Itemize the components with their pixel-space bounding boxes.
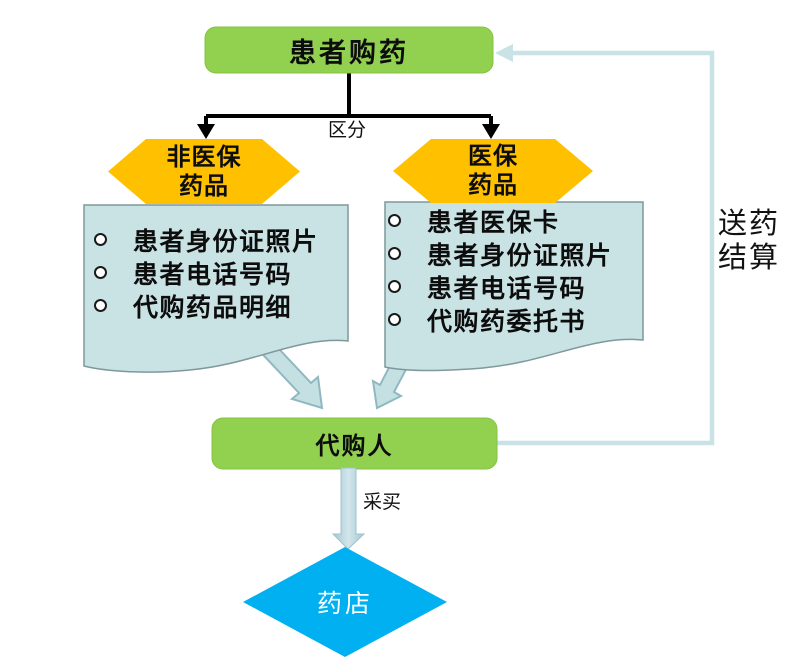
list-item: 代购药品明细 <box>94 289 319 322</box>
purchase-label: 采买 <box>362 490 401 513</box>
list-item: 患者身份证照片 <box>388 237 613 270</box>
list-item-text: 患者医保卡 <box>427 207 560 237</box>
feedback-arrowhead-icon <box>495 44 513 62</box>
list-item: 患者身份证照片 <box>94 223 319 256</box>
feedback-loop-line <box>497 50 715 446</box>
insurance-hexagon-shape <box>393 139 593 203</box>
non-insurance-hexagon-label: 非医保 药品 <box>166 143 242 200</box>
bullet-icon <box>94 266 107 279</box>
list-item: 患者电话号码 <box>94 256 319 289</box>
non-insurance-hexagon-shape <box>108 139 300 204</box>
bullet-icon <box>388 280 401 293</box>
feedback-label: 送药 结算 <box>718 206 781 274</box>
non-insurance-document-list: 患者身份证照片 患者电话号码 代购药品明细 <box>94 223 319 322</box>
patient-purchase-box-shape <box>204 26 494 74</box>
bullet-icon <box>94 299 107 312</box>
list-item: 患者电话号码 <box>388 270 613 303</box>
list-item: 代购药委托书 <box>388 303 613 336</box>
agent-label: 代购人 <box>315 432 394 460</box>
list-item-text: 患者身份证照片 <box>427 240 613 270</box>
bullet-icon <box>388 214 401 227</box>
patient-purchase-label: 患者购药 <box>289 37 409 69</box>
split-connector-line <box>204 73 493 126</box>
list-item-text: 患者身份证照片 <box>133 226 319 256</box>
list-item-text: 患者电话号码 <box>427 273 587 303</box>
bullet-icon <box>388 247 401 260</box>
pharmacy-diamond-shape <box>243 547 447 657</box>
split-left-arrowhead-icon <box>197 124 215 139</box>
list-item-text: 患者电话号码 <box>133 259 293 289</box>
non-insurance-document-shape <box>83 204 349 373</box>
list-item: 患者医保卡 <box>388 204 613 237</box>
bullet-icon <box>94 233 107 246</box>
list-item-text: 代购药委托书 <box>427 306 587 336</box>
purchase-arrow-icon <box>331 467 366 550</box>
insurance-document-list: 患者医保卡 患者身份证照片 患者电话号码 代购药委托书 <box>388 204 613 336</box>
split-right-arrowhead-icon <box>482 124 500 139</box>
split-label: 区分 <box>327 118 366 141</box>
insurance-hexagon-label: 医保 药品 <box>468 141 518 199</box>
insurance-document-shape <box>384 201 644 372</box>
pharmacy-label: 药店 <box>316 589 373 618</box>
list-item-text: 代购药品明细 <box>133 292 293 322</box>
bullet-icon <box>388 313 401 326</box>
